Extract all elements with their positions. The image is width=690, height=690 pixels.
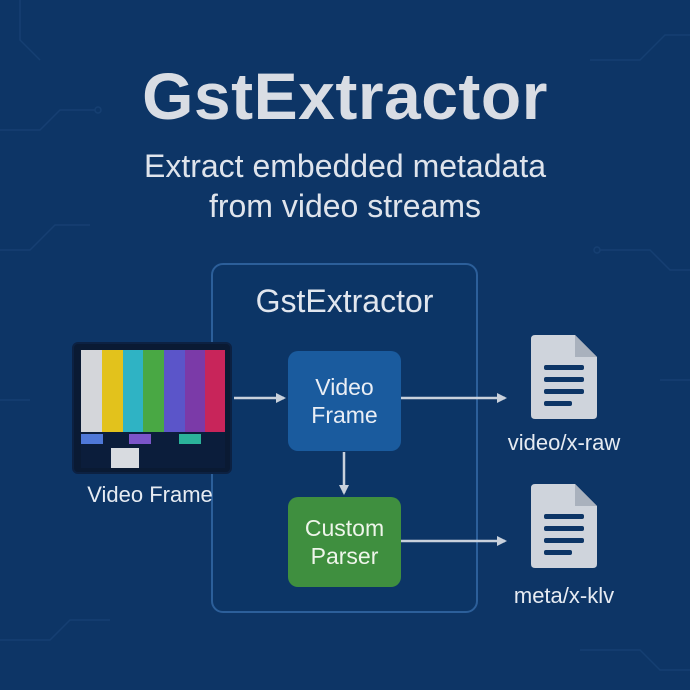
custom-parser-node: Custom Parser (288, 497, 401, 587)
container-title: GstExtractor (255, 283, 434, 319)
subtitle-line-2: from video streams (208, 188, 482, 224)
video-frame-node-line-1: Video (315, 374, 374, 400)
input-label: Video Frame (87, 482, 213, 507)
page-subtitle: Extract embedded metadata from video str… (80, 146, 610, 226)
output-label-raw: video/x-raw (507, 430, 621, 455)
video-frame-node: Video Frame (288, 351, 401, 451)
document-icon (531, 335, 597, 419)
custom-parser-node-line-1: Custom (304, 515, 385, 541)
video-frame-node-line-2: Frame (311, 402, 378, 428)
document-icon (531, 484, 597, 568)
output-label-klv: meta/x-klv (513, 583, 615, 608)
page-title: GstExtractor (142, 59, 548, 133)
custom-parser-node-line-2: Parser (310, 543, 379, 569)
tv-test-pattern-icon (72, 342, 232, 474)
color-bars (81, 350, 225, 468)
subtitle-line-1: Extract embedded metadata (143, 148, 546, 184)
